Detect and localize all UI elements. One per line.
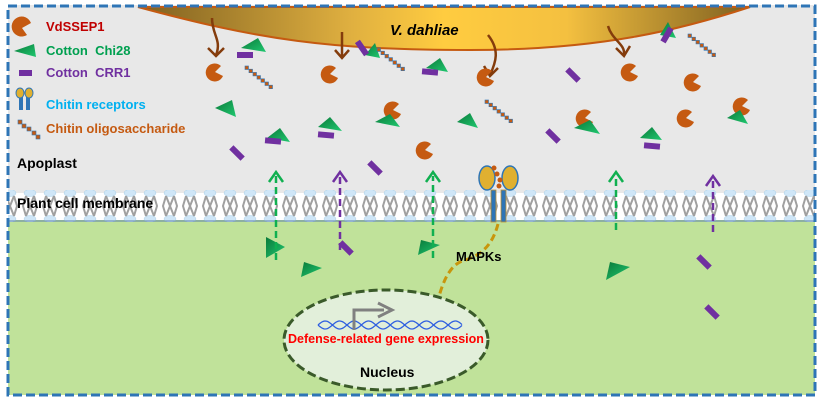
export-arrows <box>274 176 715 260</box>
legend-label-vdssep1: VdSSEP1 <box>46 19 105 34</box>
membrane-label: Plant cell membrane <box>17 195 154 211</box>
vdssep1-molecule <box>205 63 223 82</box>
chitin-unit <box>707 49 712 54</box>
chitin-receptor-icon <box>15 87 34 110</box>
chitin-unit <box>376 47 381 52</box>
crr1-molecule <box>643 142 661 150</box>
chitin-unit <box>703 46 708 51</box>
vdssep1-molecule <box>476 68 494 87</box>
pathogen-label: V. dahliae <box>390 22 459 39</box>
crr1-molecule <box>565 67 581 83</box>
legend-label-crr1: Cotton CRR1 <box>46 65 131 80</box>
transcription-arrowhead <box>377 301 396 319</box>
chitin-unit <box>496 109 501 114</box>
crr1-molecule <box>704 304 720 320</box>
export-arrowheads <box>267 169 722 187</box>
figure-border <box>6 4 817 397</box>
crr1-molecule <box>545 128 561 144</box>
chitin-unit <box>691 36 696 42</box>
chitin-unit <box>392 60 397 65</box>
chitin-unit <box>711 52 716 58</box>
chitin-receptor <box>478 165 519 223</box>
nucleus-label: Nucleus <box>360 364 415 380</box>
chi28-molecule <box>640 127 662 140</box>
vdssep1-molecule <box>415 141 433 160</box>
chitin-unit <box>508 118 513 123</box>
chi28-molecule <box>318 117 342 131</box>
vdssep1-molecule <box>676 109 694 128</box>
gene-expression-label: Defense-related gene expression <box>288 332 484 346</box>
chi28-molecule <box>606 262 630 280</box>
chitin-unit <box>264 81 269 86</box>
crr1-molecule <box>421 68 439 76</box>
dna-helix <box>317 320 463 330</box>
chi28-molecule <box>375 114 400 127</box>
chi28-molecule <box>457 113 478 128</box>
mapks-label: MAPKs <box>456 249 502 264</box>
chi28-molecule <box>215 100 236 117</box>
chitin-unit <box>396 63 401 68</box>
legend-label-chitin-oligosaccharide: Chitin oligosaccharide <box>46 121 186 136</box>
crr1-bar-icon <box>19 70 32 76</box>
chitin-unit <box>500 112 505 117</box>
vdssep1-molecule <box>383 101 401 120</box>
pathogen-v-dahliae <box>137 6 751 52</box>
vdssep1-pacman-icon <box>11 16 31 37</box>
chitin-unit <box>252 72 257 77</box>
chitin-unit <box>484 99 489 104</box>
legend-icons <box>11 16 41 140</box>
chi28-molecule <box>727 110 748 124</box>
chitin-oligosaccharide-group <box>244 33 716 123</box>
chitin-unit <box>504 115 509 120</box>
chitin-unit <box>384 54 389 59</box>
chitin-unit <box>248 68 253 73</box>
chi28-molecule <box>241 38 266 52</box>
chitin-unit <box>388 57 393 62</box>
legend-label-chitin-receptors: Chitin receptors <box>46 97 146 112</box>
vdssep1-molecule <box>320 65 338 84</box>
crr1-molecule <box>229 145 245 161</box>
chi28-triangle-icon <box>14 44 36 57</box>
chitin-unit <box>699 43 704 48</box>
crr1-group <box>229 26 720 320</box>
apoplast-label: Apoplast <box>17 155 77 171</box>
chi28-molecule <box>418 240 440 255</box>
chitin-unit <box>695 40 700 45</box>
crr1-molecule <box>317 131 335 139</box>
chi28-molecule <box>574 120 600 134</box>
legend-label-chi28: Cotton Chi28 <box>46 43 131 58</box>
vdssep1-molecule <box>732 97 750 116</box>
chi28-molecule <box>301 262 322 277</box>
mapk-signaling-path <box>436 223 500 301</box>
chitin-unit <box>380 50 385 56</box>
chi28-molecule <box>365 43 380 58</box>
chitin-unit <box>488 102 493 107</box>
crr1-molecule <box>660 26 674 44</box>
chitin-unit <box>244 65 249 70</box>
nucleus <box>282 288 490 392</box>
plant-cell-membrane <box>8 190 815 222</box>
crr1-molecule <box>264 137 282 145</box>
crr1-molecule <box>367 160 383 176</box>
vdssep1-molecule <box>620 63 638 82</box>
chitin-unit <box>687 33 692 38</box>
chi28-molecule <box>426 58 448 72</box>
crr1-molecule <box>354 39 370 57</box>
crr1-molecule <box>237 52 253 58</box>
chitin-unit <box>260 78 265 83</box>
transcription-arrow <box>352 308 384 330</box>
vdssep1-molecule <box>683 73 701 92</box>
chitin-unit <box>400 66 405 71</box>
crr1-molecule <box>338 240 354 256</box>
chitin-unit <box>268 84 273 89</box>
crr1-molecule <box>696 254 712 270</box>
chitin-unit <box>492 106 497 111</box>
secretion-arrows <box>207 17 632 79</box>
chitin-oligosaccharide-icon <box>17 119 41 140</box>
chitin-unit <box>256 75 261 80</box>
